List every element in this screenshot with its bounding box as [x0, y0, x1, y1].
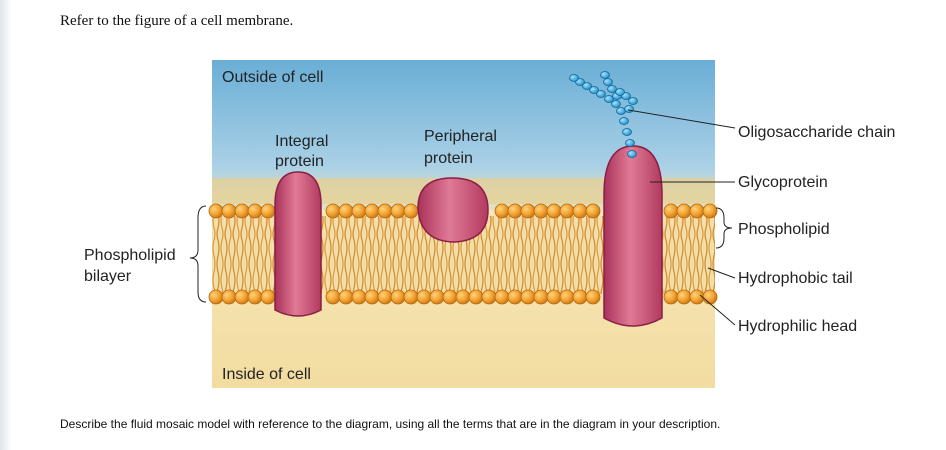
- inner-head: [234, 289, 250, 305]
- outer-head: [208, 203, 224, 219]
- inner-head: [325, 289, 341, 305]
- bilayer-label-line2: bilayer: [84, 268, 132, 285]
- outer-head: [325, 203, 341, 219]
- bilayer-brace: [189, 205, 207, 303]
- phospholipid-brace: [715, 207, 733, 249]
- outer-head: [585, 203, 601, 219]
- sugar-bead: [622, 128, 632, 136]
- glycoprotein-label: Glycoprotein: [738, 174, 828, 191]
- outer-head: [533, 203, 549, 219]
- sugar-bead: [615, 88, 625, 96]
- oligosaccharide-chain: [569, 71, 638, 158]
- inner-head: [416, 289, 432, 305]
- sugar-bead: [603, 78, 613, 86]
- inner-head: [702, 289, 718, 305]
- sugar-bead: [607, 85, 617, 93]
- outer-head: [520, 203, 536, 219]
- inner-head: [663, 289, 679, 305]
- outer-head: [247, 203, 263, 219]
- inner-head: [676, 289, 692, 305]
- outer-head: [494, 203, 510, 219]
- integral-protein-label-line2: protein: [275, 153, 324, 170]
- integral-protein-label-line1: Integral: [275, 133, 328, 150]
- sugar-bead: [624, 105, 634, 113]
- inner-head: [507, 289, 523, 305]
- inner-head: [455, 289, 471, 305]
- question-title: Refer to the figure of a cell membrane.: [60, 13, 294, 29]
- outside-label: Outside of cell: [222, 69, 323, 86]
- oligosaccharide-leader: [627, 109, 736, 129]
- inner-head: [442, 289, 458, 305]
- inner-head: [481, 289, 497, 305]
- outer-head: [377, 203, 393, 219]
- hydrophobic-leader: [707, 267, 736, 279]
- glycoprotein-shape: [603, 145, 663, 327]
- sugar-bead: [604, 95, 614, 103]
- sugar-bead: [600, 71, 610, 79]
- outer-head: [702, 203, 718, 219]
- outer-head: [676, 203, 692, 219]
- sugar-bead: [611, 100, 621, 108]
- sugar-bead: [596, 90, 606, 98]
- inner-head: [247, 289, 263, 305]
- inner-head: [546, 289, 562, 305]
- outer-head: [663, 203, 679, 219]
- peripheral-protein-shape: [417, 177, 489, 243]
- phospholipid-label: Phospholipid: [738, 221, 830, 238]
- outer-head: [546, 203, 562, 219]
- inside-label: Inside of cell: [222, 366, 311, 383]
- inner-head: [364, 289, 380, 305]
- hydrophobic-label: Hydrophobic tail: [738, 270, 853, 287]
- outer-head: [507, 203, 523, 219]
- inner-head: [494, 289, 510, 305]
- inner-head: [533, 289, 549, 305]
- outer-head: [559, 203, 575, 219]
- inner-head: [468, 289, 484, 305]
- inner-head: [585, 289, 601, 305]
- inner-head: [260, 289, 276, 305]
- outer-head: [260, 203, 276, 219]
- outer-leaflet-heads: [208, 203, 718, 219]
- hydrophilic-leader: [699, 294, 736, 326]
- sugar-bead: [589, 86, 599, 94]
- outer-head: [689, 203, 705, 219]
- inner-head: [403, 289, 419, 305]
- bilayer-label-line1: Phospholipid: [84, 247, 176, 264]
- question-prompt: Describe the fluid mosaic model with ref…: [60, 417, 721, 431]
- outer-head: [572, 203, 588, 219]
- page-left-edge: [0, 0, 12, 450]
- outer-head: [221, 203, 237, 219]
- inner-head: [520, 289, 536, 305]
- inner-head: [208, 289, 224, 305]
- inner-head: [390, 289, 406, 305]
- inner-head: [572, 289, 588, 305]
- sugar-bead: [627, 150, 637, 158]
- outer-head: [390, 203, 406, 219]
- inner-head: [377, 289, 393, 305]
- peripheral-protein-label-line2: protein: [424, 150, 473, 167]
- peripheral-protein-label-line1: Peripheral: [424, 128, 497, 145]
- integral-protein-shape: [274, 171, 322, 317]
- outer-head: [351, 203, 367, 219]
- inner-head: [351, 289, 367, 305]
- oligosaccharide-label: Oligosaccharide chain: [738, 124, 895, 141]
- inner-head: [338, 289, 354, 305]
- inner-head: [429, 289, 445, 305]
- hydrophilic-label: Hydrophilic head: [738, 318, 857, 335]
- outer-head: [338, 203, 354, 219]
- sugar-bead: [619, 117, 629, 125]
- outer-head: [403, 203, 419, 219]
- sugar-bead: [569, 74, 579, 82]
- outer-head: [364, 203, 380, 219]
- inner-head: [221, 289, 237, 305]
- sugar-bead: [625, 139, 635, 147]
- inner-leaflet-heads: [208, 289, 718, 305]
- sugar-bead: [628, 97, 638, 105]
- sugar-bead: [582, 82, 592, 90]
- inner-head: [559, 289, 575, 305]
- outer-head: [234, 203, 250, 219]
